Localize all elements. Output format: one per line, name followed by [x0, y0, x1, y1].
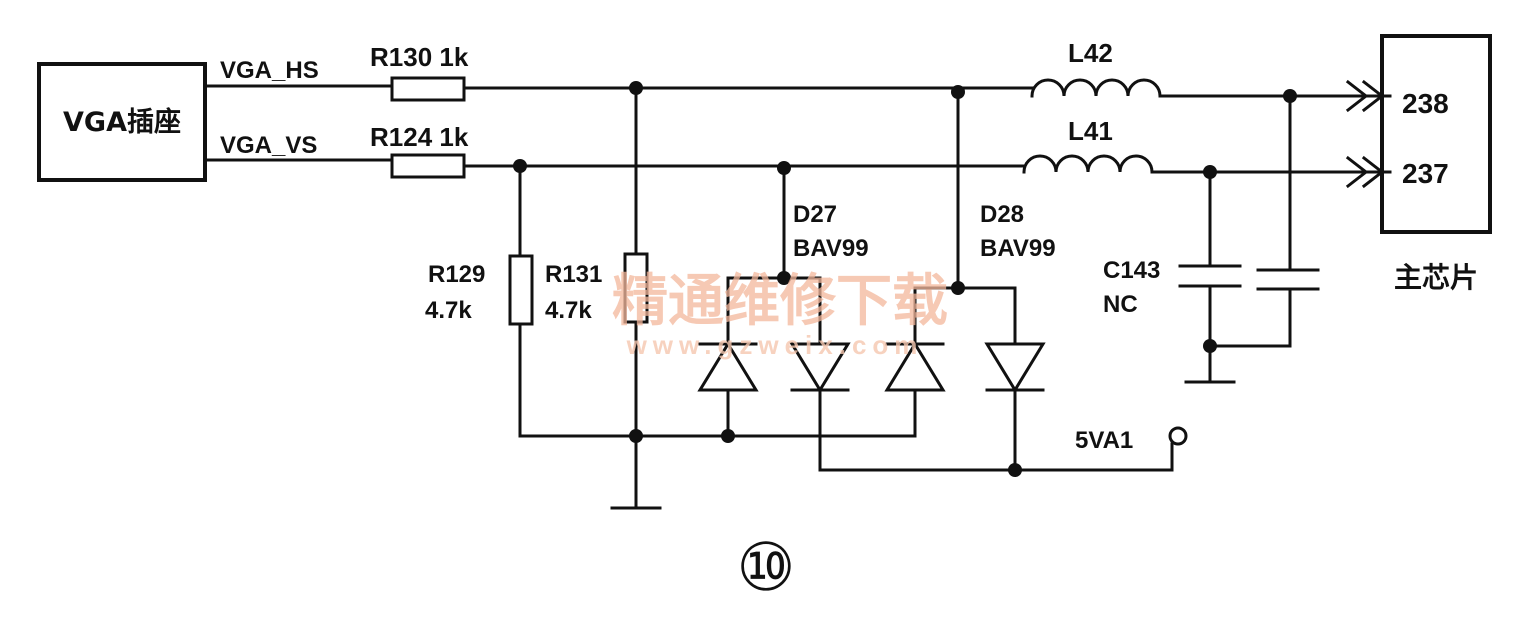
r129-name: R129: [428, 261, 485, 288]
arrow-hs: [1345, 79, 1385, 113]
r131-name: R131: [545, 261, 602, 288]
r129-value: 4.7k: [425, 297, 472, 324]
l42-label: L42: [1068, 38, 1113, 68]
r130-label: R130 1k: [370, 42, 469, 72]
d27-part: BAV99: [793, 235, 869, 262]
resistor-r124: [390, 153, 466, 179]
chip-pin-238: 238: [1402, 88, 1449, 119]
junction-dot: [777, 161, 791, 175]
d27-name: D27: [793, 201, 837, 228]
junction-dot: [777, 271, 791, 285]
vga-connector-label: VGA插座: [63, 106, 181, 138]
diode-2-triangle: [789, 342, 851, 393]
watermark-url: www.gzweix.com: [626, 330, 924, 360]
junction-dot: [513, 159, 527, 173]
supply-label: 5VA1: [1075, 427, 1133, 454]
watermark-text: 精通维修下载: [612, 269, 948, 334]
signal-vga-vs: VGA_VS: [220, 132, 317, 159]
chip-pin-237: 237: [1402, 158, 1449, 189]
signal-vga-hs: VGA_HS: [220, 57, 319, 84]
junction-dot: [951, 85, 965, 99]
junction-dot: [1283, 89, 1297, 103]
c143-value: NC: [1103, 291, 1138, 318]
figure-number: ⑩: [736, 529, 795, 606]
supply-terminal: [1168, 426, 1188, 446]
diode-4-triangle: [984, 342, 1046, 393]
resistor-r129: [508, 254, 534, 326]
vga-connector-box: [37, 62, 207, 182]
d28-part: BAV99: [980, 235, 1056, 262]
d28-name: D28: [980, 201, 1024, 228]
wire-5v-bus: [818, 442, 1174, 472]
junction-dot: [721, 429, 735, 443]
main-chip-box: [1380, 34, 1492, 234]
wire-cap2-bottom: [1208, 287, 1292, 348]
junction-dot: [1203, 339, 1217, 353]
main-chip-label: 主芯片: [1394, 261, 1478, 294]
r124-label: R124 1k: [370, 122, 469, 152]
junction-dot: [1008, 463, 1022, 477]
inductor-l42: [1030, 78, 1162, 98]
r131-value: 4.7k: [545, 297, 592, 324]
resistor-r130: [390, 76, 466, 102]
junction-dot: [1203, 165, 1217, 179]
junction-dot: [951, 281, 965, 295]
inductor-l41: [1022, 154, 1154, 174]
c143-name: C143: [1103, 257, 1160, 284]
arrow-vs: [1345, 155, 1385, 189]
l41-label: L41: [1068, 116, 1113, 146]
junction-dot: [629, 429, 643, 443]
junction-dot: [629, 81, 643, 95]
